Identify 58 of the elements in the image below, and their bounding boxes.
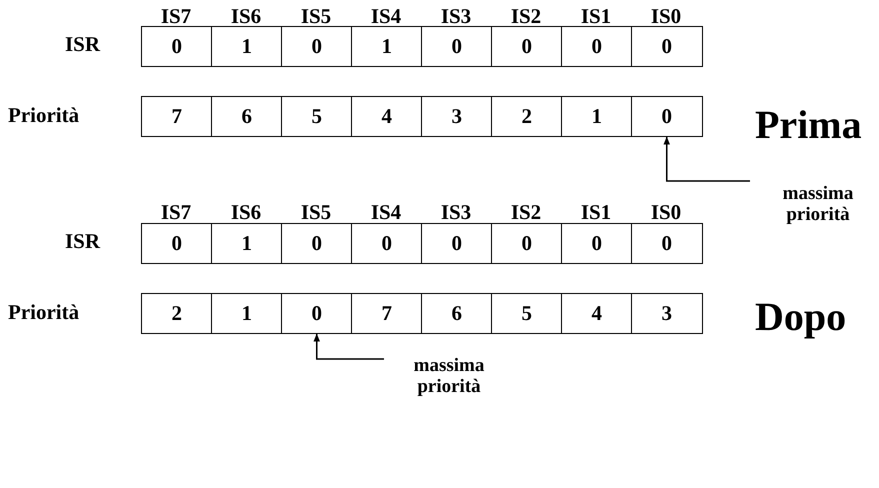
register-cell: 0	[421, 223, 492, 264]
register-cell: 4	[561, 293, 632, 334]
register-cell: 7	[141, 96, 212, 136]
register-cell: 1	[211, 293, 282, 334]
register-cell: 3	[421, 96, 492, 136]
register-cell: 0	[281, 26, 352, 66]
register-cell: 5	[491, 293, 562, 334]
register-cell: 2	[141, 293, 212, 334]
row-label: Priorità	[8, 300, 80, 325]
bit-label: IS1	[580, 4, 612, 29]
register-cell: 3	[631, 293, 702, 334]
bit-label: IS6	[230, 4, 262, 29]
bit-label: IS6	[230, 200, 262, 225]
register-cell: 1	[351, 26, 422, 66]
register-cell: 5	[281, 96, 352, 136]
register-cell: 7	[351, 293, 422, 334]
register-cell: 0	[281, 293, 352, 334]
register-cell: 4	[351, 96, 422, 136]
register-cell: 1	[211, 223, 282, 264]
register-cell: 0	[561, 223, 632, 264]
row-label: Priorità	[8, 103, 80, 128]
register-cell: 0	[491, 223, 562, 264]
bit-label: IS7	[160, 4, 192, 29]
callout-text: massima priorità	[396, 350, 502, 398]
bit-label: IS5	[300, 4, 332, 29]
bit-label: IS4	[370, 200, 402, 225]
register-cell: 2	[491, 96, 562, 136]
register-cell: 6	[421, 293, 492, 334]
bit-label: IS5	[300, 200, 332, 225]
register-cell: 0	[421, 26, 492, 66]
register-cell: 0	[351, 223, 422, 264]
state-title: Prima	[755, 101, 862, 148]
callout-text: massima priorità	[762, 172, 874, 226]
row-label: ISR	[65, 32, 100, 57]
register-cell: 1	[211, 26, 282, 66]
row-label: ISR	[65, 229, 100, 254]
register-cell: 0	[281, 223, 352, 264]
register-cell: 1	[561, 96, 632, 136]
register-cell: 0	[561, 26, 632, 66]
leader-line	[664, 136, 750, 182]
bit-label: IS1	[580, 200, 612, 225]
register-cell: 0	[631, 26, 702, 66]
leader-line	[314, 334, 384, 360]
register-cell: 0	[631, 96, 702, 136]
register-cell: 0	[141, 223, 212, 264]
register-cell: 0	[631, 223, 702, 264]
register-cell: 6	[211, 96, 282, 136]
state-title: Dopo	[755, 293, 846, 340]
bit-label: IS7	[160, 200, 192, 225]
register-cell: 0	[141, 26, 212, 66]
bit-label: IS2	[510, 4, 542, 29]
bit-label: IS3	[440, 200, 472, 225]
register-cell: 0	[491, 26, 562, 66]
bit-label: IS2	[510, 200, 542, 225]
bit-label: IS3	[440, 4, 472, 29]
bit-label: IS0	[650, 200, 682, 225]
bit-label: IS4	[370, 4, 402, 29]
bit-label: IS0	[650, 4, 682, 29]
